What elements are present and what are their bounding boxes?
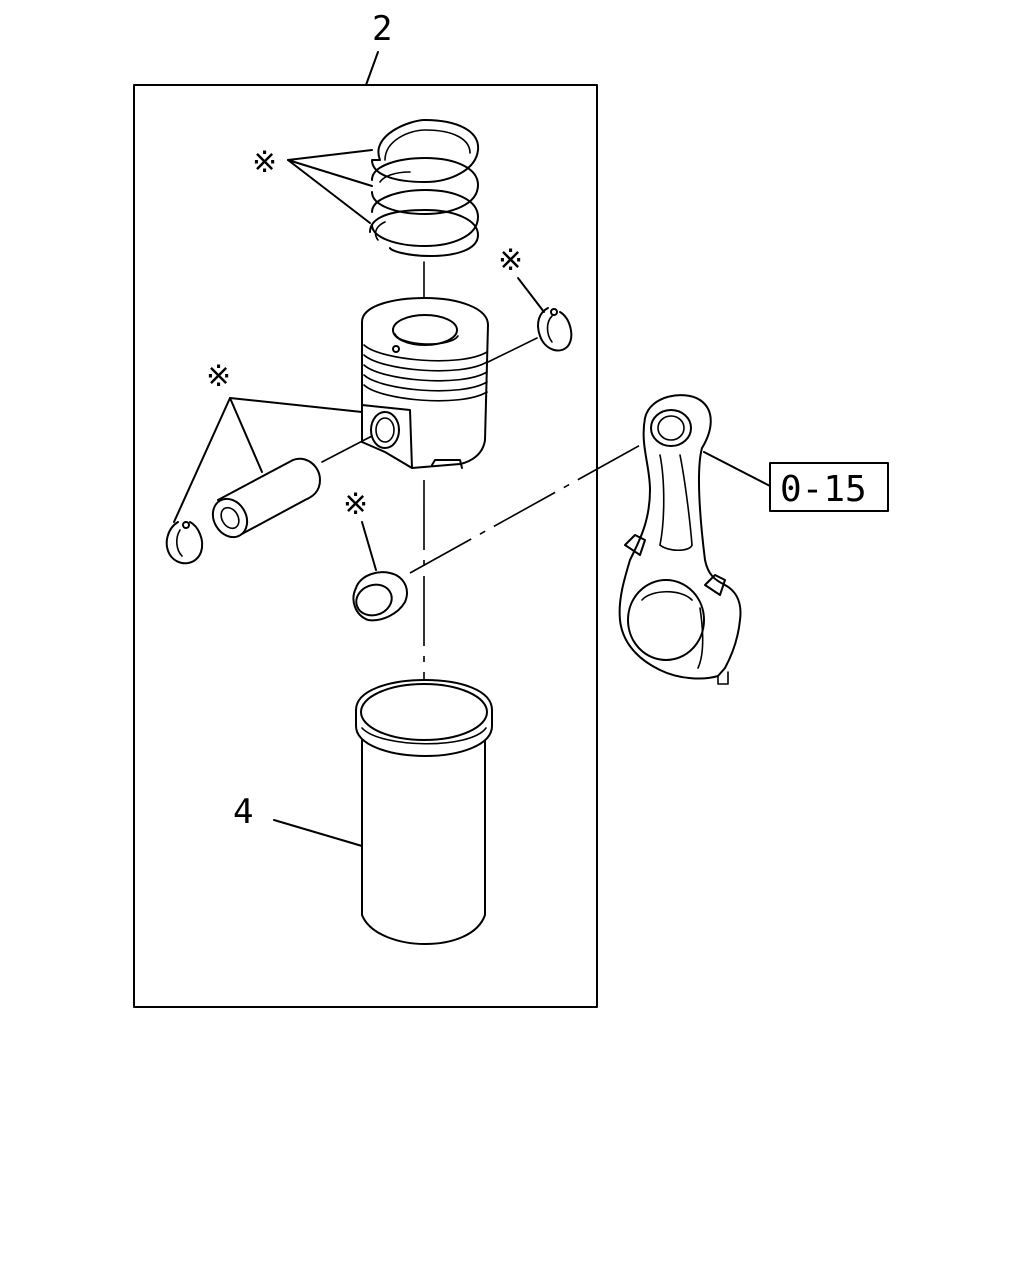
right-clip-axis: [487, 337, 538, 363]
ring-leaders: [287, 149, 373, 224]
ref-box-label: 0-15: [780, 469, 867, 510]
pin-axis: [321, 435, 373, 463]
callout-2-leader: [365, 51, 379, 86]
cylinder-liner: [355, 679, 493, 945]
piston-pin: [211, 457, 321, 539]
marker-bushing: ※: [343, 487, 368, 522]
small-end-bushing: [352, 571, 408, 622]
marker-right-clip: ※: [498, 243, 523, 278]
rod-axis: [409, 432, 663, 574]
ref-box-leader: [703, 451, 771, 487]
callout-4-label: 4: [233, 792, 253, 832]
pin-group-leaders: [173, 397, 363, 523]
ref-box-frame: [769, 462, 889, 512]
right-clip-leader: [517, 277, 545, 313]
marker-rings: ※: [252, 145, 277, 180]
piston: [361, 297, 489, 469]
marker-pin-group: ※: [206, 359, 231, 394]
callout-4-leader: [273, 819, 363, 847]
piston-rings: [369, 119, 480, 257]
piston-pin-clip-left: [165, 521, 204, 565]
connecting-rod: [618, 394, 742, 685]
piston-pin-clip-right: [537, 307, 573, 352]
callout-2-label: 2: [372, 9, 392, 49]
bushing-leader: [361, 521, 377, 571]
